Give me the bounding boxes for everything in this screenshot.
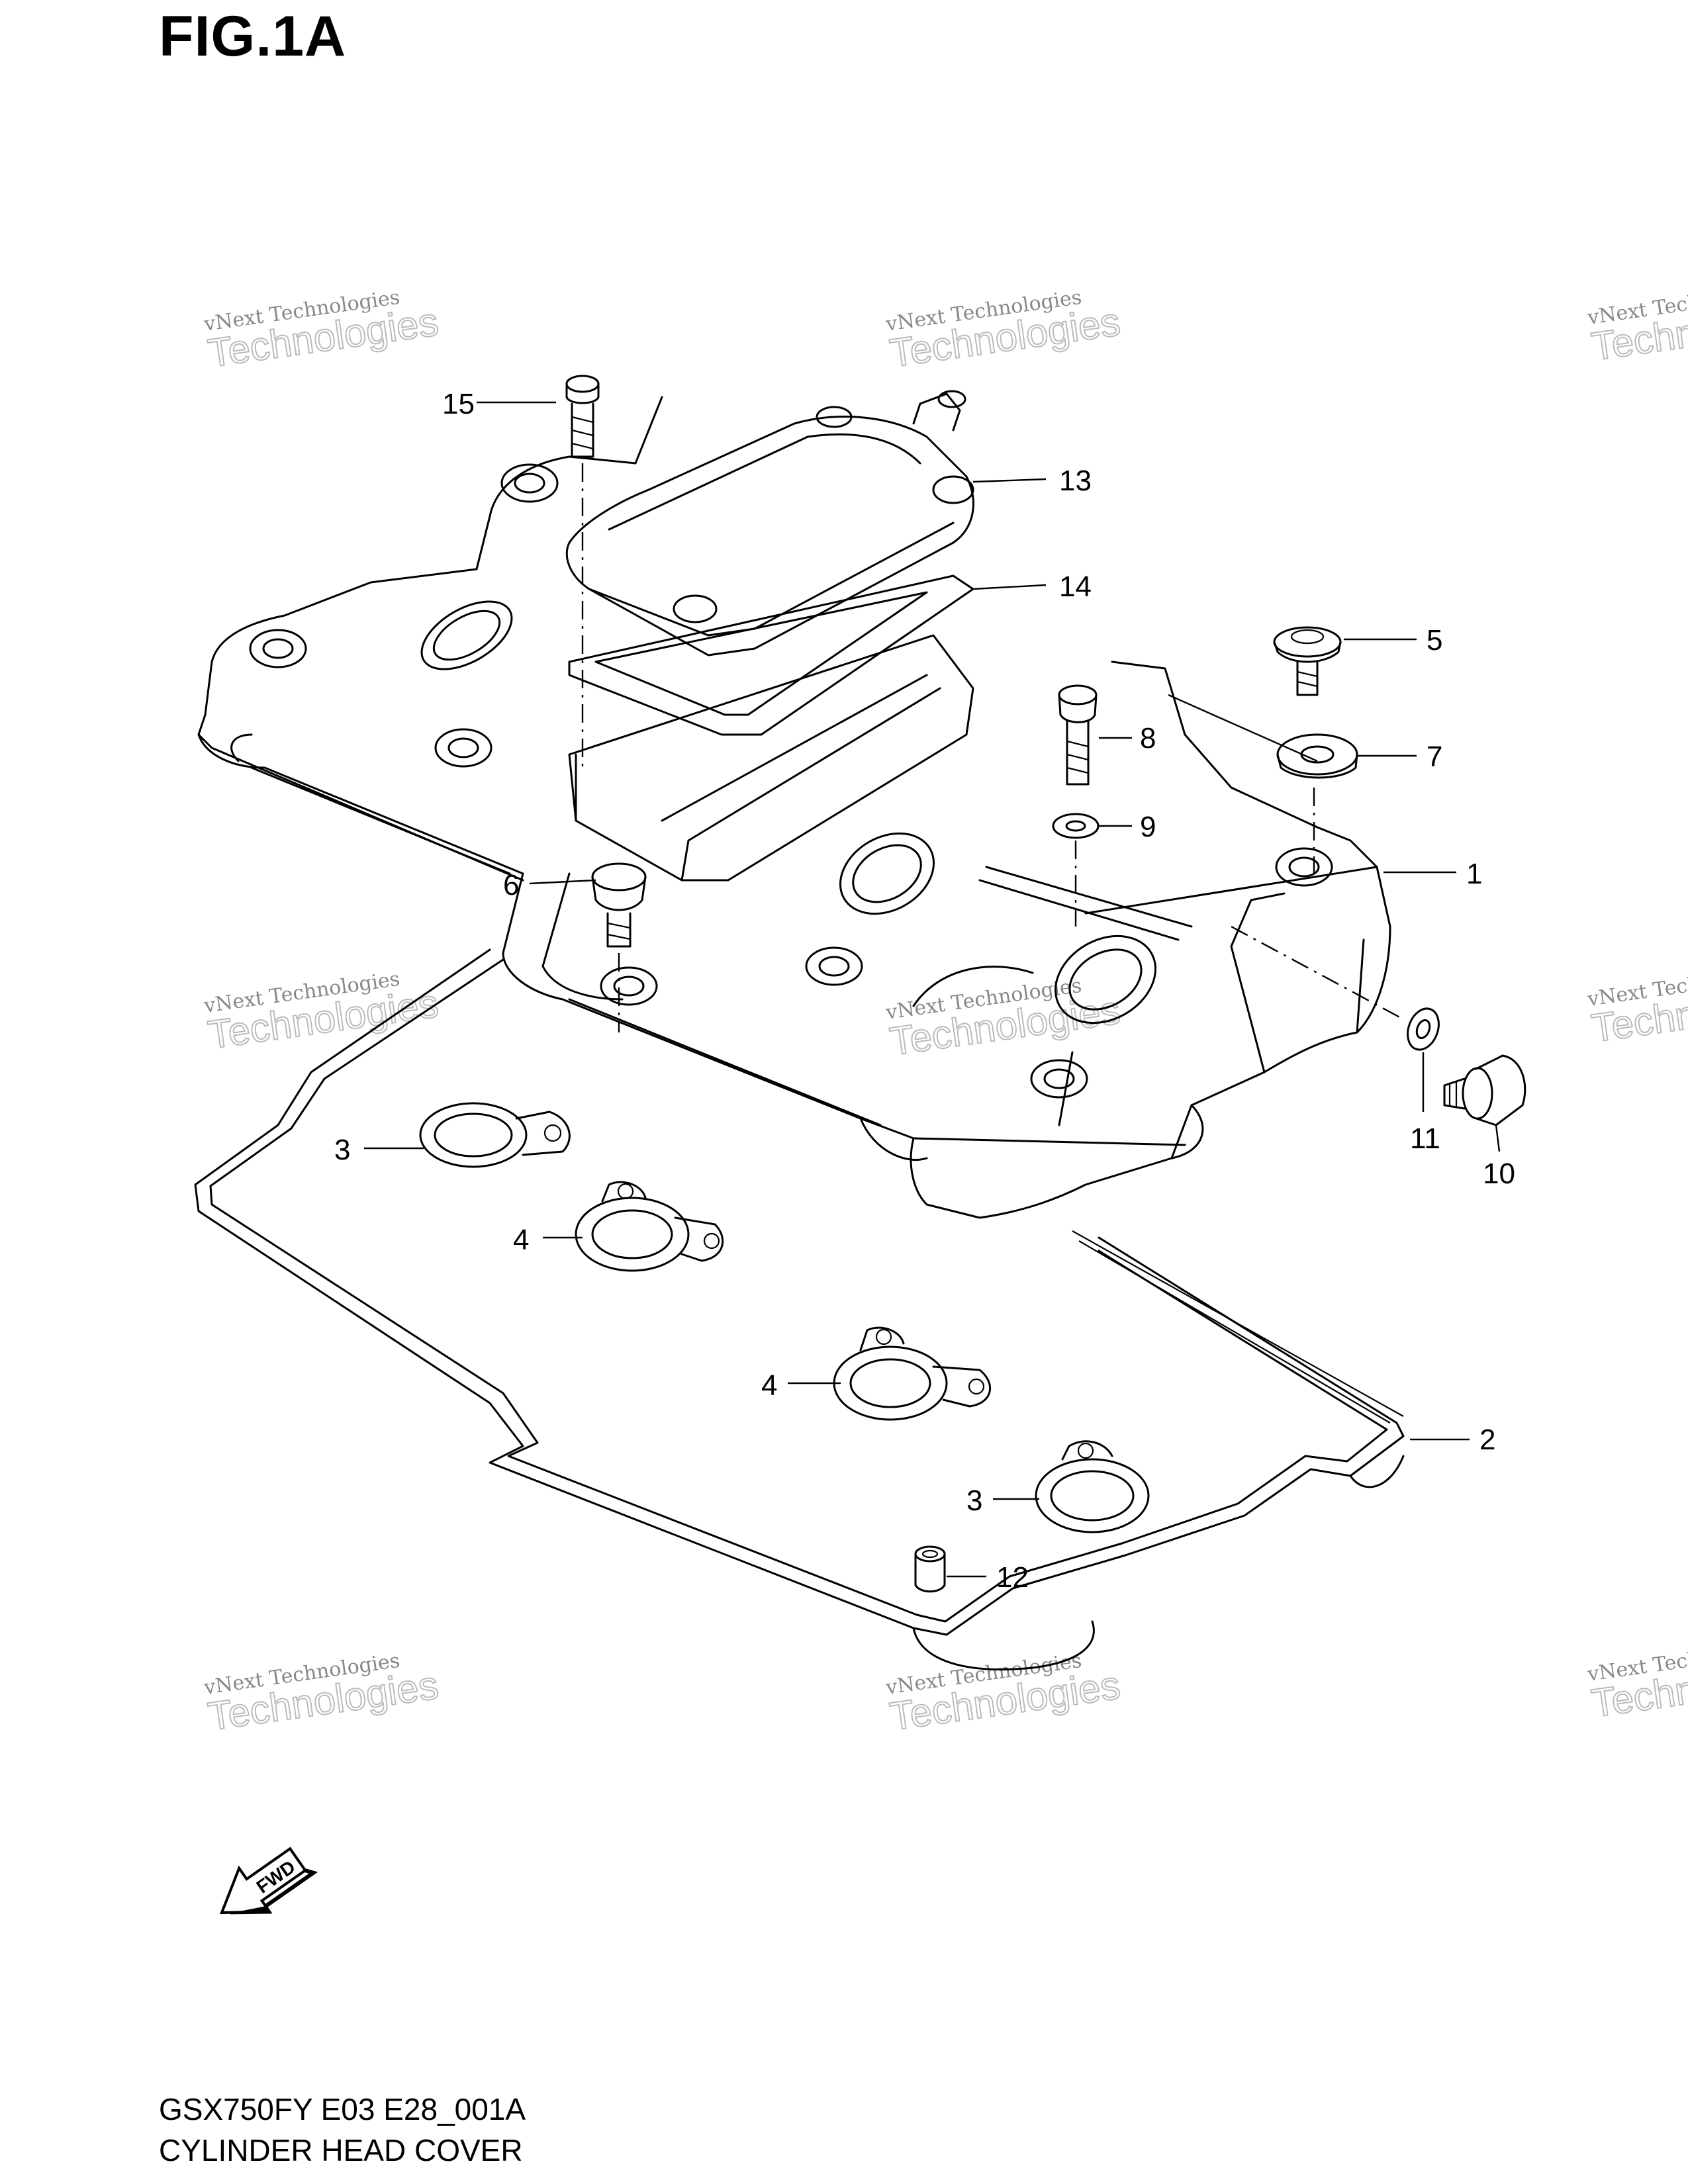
callout-1: 1 bbox=[1466, 858, 1482, 890]
callout-4: 4 bbox=[761, 1369, 777, 1402]
watermark: vNext Technologies Technologies bbox=[1585, 279, 1688, 370]
callout-6: 6 bbox=[503, 869, 519, 901]
callout-10: 10 bbox=[1483, 1158, 1515, 1190]
callout-14: 14 bbox=[1059, 570, 1092, 603]
seal-4-lower bbox=[833, 1326, 992, 1421]
forward-arrow: FWD bbox=[220, 1846, 318, 1915]
callout-2: 2 bbox=[1479, 1424, 1495, 1456]
watermark: vNext Technologies Technologies bbox=[884, 286, 1123, 377]
callout-8: 8 bbox=[1140, 722, 1156, 754]
washer-11 bbox=[1231, 925, 1440, 1051]
seal-3-lower bbox=[1035, 1440, 1150, 1533]
figure-title: FIG.1A bbox=[159, 5, 347, 68]
breather-gasket bbox=[568, 574, 974, 736]
bolt-6 bbox=[591, 862, 647, 1032]
seal-3-upper bbox=[419, 1102, 571, 1168]
watermark: vNext Technologies Technologies bbox=[884, 1649, 1123, 1740]
watermark: vNext Technologies Technologies bbox=[202, 286, 442, 377]
leader-line bbox=[1495, 1124, 1501, 1152]
callout-13: 13 bbox=[1059, 465, 1092, 497]
leader-line bbox=[529, 879, 596, 885]
callout-numbers: 1 2 3 3 4 4 5 6 7 8 9 10 11 12 13 14 15 bbox=[334, 388, 1515, 1594]
callout-15: 15 bbox=[442, 388, 475, 420]
seal-4-upper bbox=[575, 1181, 724, 1272]
section-name: CYLINDER HEAD COVER bbox=[159, 2133, 523, 2167]
bolt-5 bbox=[1273, 626, 1342, 696]
leader-line bbox=[972, 478, 1047, 483]
callout-7: 7 bbox=[1427, 741, 1442, 773]
watermark: vNext Technologies Technologies bbox=[202, 968, 442, 1058]
leader-line bbox=[972, 584, 1047, 590]
breather-cover bbox=[565, 390, 974, 657]
watermark: vNext Technologies Technologies bbox=[884, 974, 1123, 1065]
callout-4: 4 bbox=[513, 1224, 529, 1256]
callout-3: 3 bbox=[966, 1484, 982, 1517]
watermark: vNext Technologies Technologies bbox=[202, 1649, 442, 1740]
watermark: vNext Technologies Technologies bbox=[1585, 961, 1688, 1052]
plug-bolt-10 bbox=[1443, 1054, 1526, 1126]
cover-gasket bbox=[194, 948, 1405, 1670]
grommet-7 bbox=[1276, 733, 1358, 874]
leader-line bbox=[1168, 694, 1318, 762]
bolt-8 bbox=[1058, 684, 1098, 786]
callout-9: 9 bbox=[1140, 811, 1156, 843]
callout-5: 5 bbox=[1427, 624, 1442, 657]
dowel-pin-12 bbox=[914, 1545, 946, 1593]
bolt-15 bbox=[565, 375, 600, 768]
leader-lines bbox=[364, 401, 1501, 1578]
callout-3: 3 bbox=[334, 1134, 350, 1166]
callout-11: 11 bbox=[1410, 1122, 1440, 1155]
callout-12: 12 bbox=[996, 1561, 1029, 1594]
watermark: vNext Technologies Technologies bbox=[1585, 1636, 1688, 1727]
watermarks: vNext Technologies Technologies vNext Te… bbox=[202, 279, 1688, 1740]
model-code: GSX750FY E03 E28_001A bbox=[159, 2092, 526, 2126]
washer-9 bbox=[1052, 813, 1100, 927]
cylinder-head-cover bbox=[197, 396, 1391, 1219]
